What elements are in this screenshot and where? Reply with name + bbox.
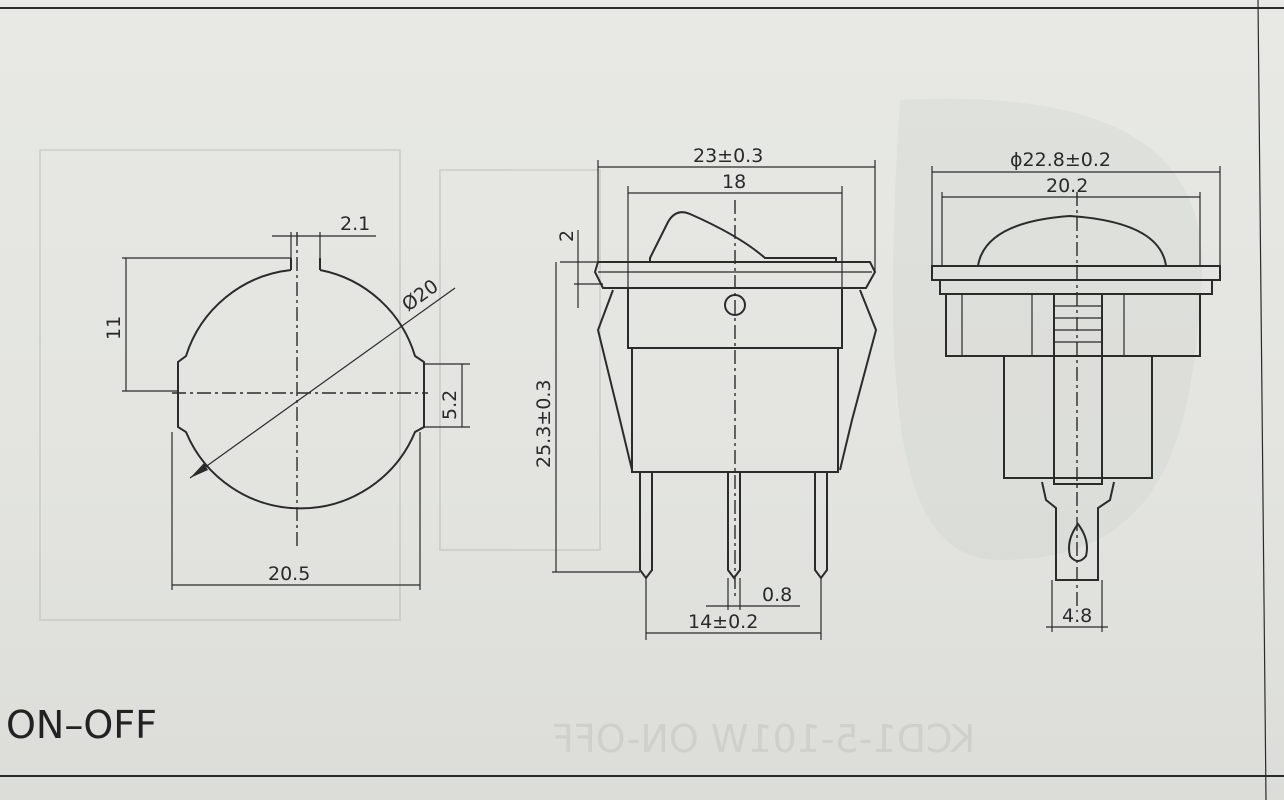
end-view: ϕ22.8±0.2 20.2 4.8	[931, 149, 1221, 632]
body-height-label: 25.3±0.3	[533, 380, 555, 468]
tab-height-label: 11	[103, 316, 125, 340]
right-border	[1257, 0, 1267, 800]
end-terminal	[1041, 481, 1115, 581]
end-body-width-label: 20.2	[1046, 175, 1088, 197]
terminal-width-label: 4.8	[1062, 605, 1092, 627]
end-stem	[1053, 293, 1103, 485]
flange-thickness-label: 2	[556, 230, 578, 242]
terminal-hole	[1068, 522, 1088, 562]
side-lower-body	[631, 347, 839, 473]
terminal-right	[814, 472, 828, 580]
end-lower-body	[1003, 355, 1153, 479]
diameter-label: Ø20	[398, 275, 443, 316]
show-through	[39, 98, 1203, 621]
front-outline	[177, 258, 425, 510]
terminal-middle	[727, 472, 741, 580]
front-view: Ø20 2.1 11 5.2 20.5	[103, 213, 470, 590]
side-view: 23±0.3 18 2 25.3±0.3 0.8 14±0.2	[533, 145, 878, 640]
terminal-pitch-label: 14±0.2	[688, 611, 758, 633]
end-dome	[977, 214, 1167, 267]
mirrored-model-text: KCD1-5-101W ON-OFF	[552, 717, 975, 761]
flat-height-label: 5.2	[439, 390, 461, 420]
diameter-arrow	[190, 463, 208, 478]
terminal-thickness-label: 0.8	[762, 584, 792, 606]
right-clip	[839, 289, 878, 471]
terminal-left	[639, 472, 653, 580]
diameter-leader	[189, 287, 456, 479]
overall-width-label: 20.5	[268, 563, 310, 585]
caption-on-off: ON–OFF	[6, 703, 157, 747]
rocker-actuator	[649, 211, 837, 263]
side-flange	[593, 261, 877, 289]
left-clip	[596, 289, 633, 471]
flange-diameter-label: ϕ22.8±0.2	[1010, 149, 1111, 171]
tab-width-label: 2.1	[340, 213, 370, 235]
flange-width-label: 23±0.3	[693, 145, 763, 167]
body-width-label: 18	[722, 171, 746, 193]
